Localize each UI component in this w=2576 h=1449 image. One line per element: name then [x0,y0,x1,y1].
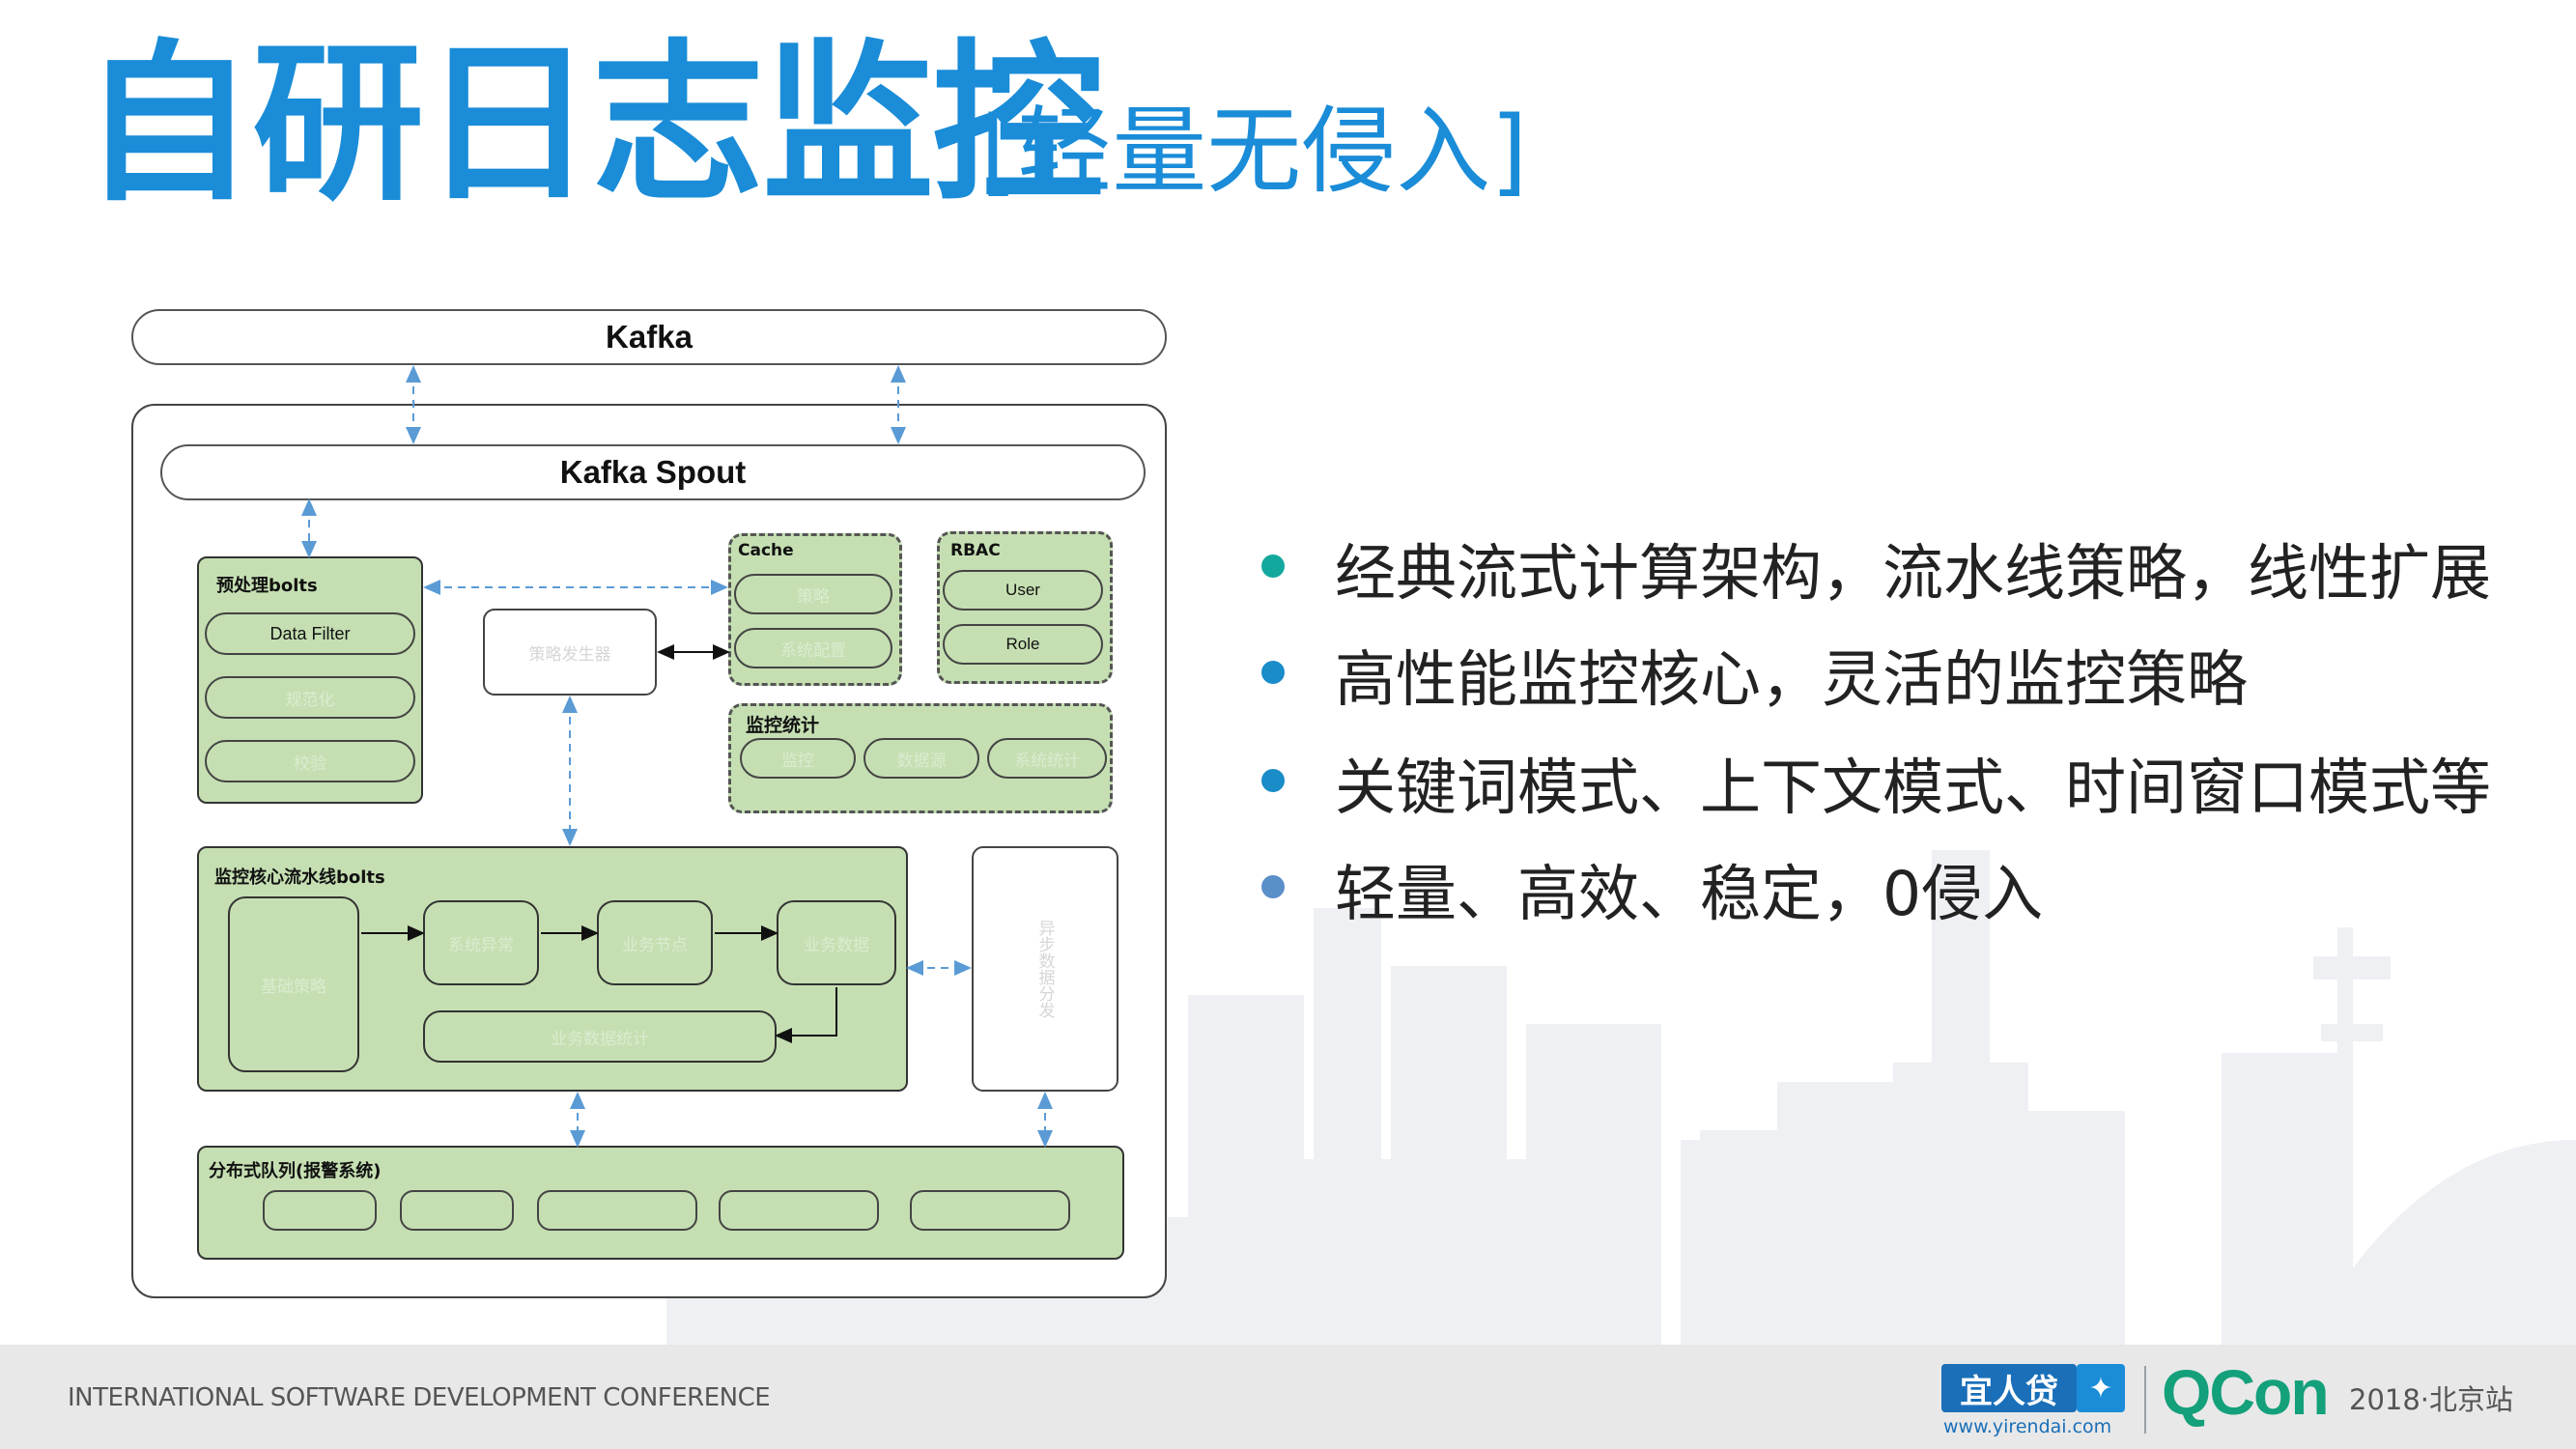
core-step-business-data-label: 业务数据 [804,935,869,955]
core-base-strategy-label: 基础策略 [261,977,326,997]
queue-slot [400,1190,514,1231]
cache-label: Cache [738,541,794,560]
cache-sysconfig-item: 系统配置 [734,628,892,668]
yirendai-url: www.yirendai.com [1943,1416,2112,1437]
bullet-text: 关键词模式、上下文模式、时间窗口模式等 [1335,753,2491,823]
core-step-business-data: 业务数据 [777,900,896,985]
bullet-text: 高性能监控核心，灵活的监控策略 [1335,644,2248,715]
footer-divider [2144,1366,2146,1434]
core-business-stats-label: 业务数据统计 [551,1029,649,1049]
core-step-business-node-label: 业务节点 [622,935,688,955]
yirendai-icon: ✦ [2077,1364,2125,1412]
bullet-text: 经典流式计算架构，流水线策略，线性扩展 [1335,538,2491,609]
conference-name: INTERNATIONAL SOFTWARE DEVELOPMENT CONFE… [68,1383,771,1412]
monitor-stats-item-monitor: 监控 [740,738,856,779]
core-business-stats-bolt: 业务数据统计 [423,1010,777,1063]
rbac-label: RBAC [950,541,1001,560]
strategy-dispatcher-label: 策略发生器 [528,644,611,665]
qcon-logo: QCon [2162,1356,2330,1428]
footer-bar [0,1345,2576,1449]
queue-slot [537,1190,697,1231]
conference-edition: 2018·北京站 [2349,1383,2514,1416]
bullet-dot [1261,661,1285,684]
strategy-dispatcher-box: 策略发生器 [483,609,657,696]
page-title: 自研日志监控 [82,24,1104,224]
page-subtitle: [轻量无侵入] [980,97,1528,207]
normalize-bolt: 规范化 [205,676,415,719]
monitor-stats-label: 监控统计 [746,715,820,736]
queue-slot [719,1190,879,1231]
core-pipeline-label: 监控核心流水线bolts [214,867,385,888]
yirendai-logo: 宜人贷 [1941,1364,2077,1412]
core-step-business-node: 业务节点 [597,900,713,985]
bullet-dot [1261,554,1285,578]
async-distribution-label: 异步数据分发 [1034,920,1055,1018]
monitor-stats-item-datasource: 数据源 [863,738,979,779]
core-step-system-exception: 系统异常 [423,900,539,985]
kafka-box: Kafka [131,309,1167,365]
rbac-role-item: Role [943,624,1103,665]
async-distribution-box: 异步数据分发 [972,846,1118,1092]
rbac-user-item: User [943,570,1103,611]
validate-bolt: 校验 [205,740,415,782]
queue-slot [910,1190,1070,1231]
bullet-dot [1261,875,1285,898]
kafka-spout-box: Kafka Spout [160,444,1146,500]
data-filter-bolt: Data Filter [205,612,415,655]
queue-slot [263,1190,377,1231]
cache-strategy-item: 策略 [734,574,892,614]
bullet-dot [1261,769,1285,792]
yirendai-logo-text: 宜人贷 [1960,1372,2058,1411]
distributed-queue-label: 分布式队列(报警系统) [209,1161,382,1181]
core-base-strategy-bolt: 基础策略 [228,896,359,1072]
preprocess-bolts-label: 预处理bolts [216,576,318,596]
monitor-stats-item-system: 系统统计 [987,738,1107,779]
core-step-system-exception-label: 系统异常 [448,935,514,955]
bullet-text: 轻量、高效、稳定，0侵入 [1335,859,2044,929]
